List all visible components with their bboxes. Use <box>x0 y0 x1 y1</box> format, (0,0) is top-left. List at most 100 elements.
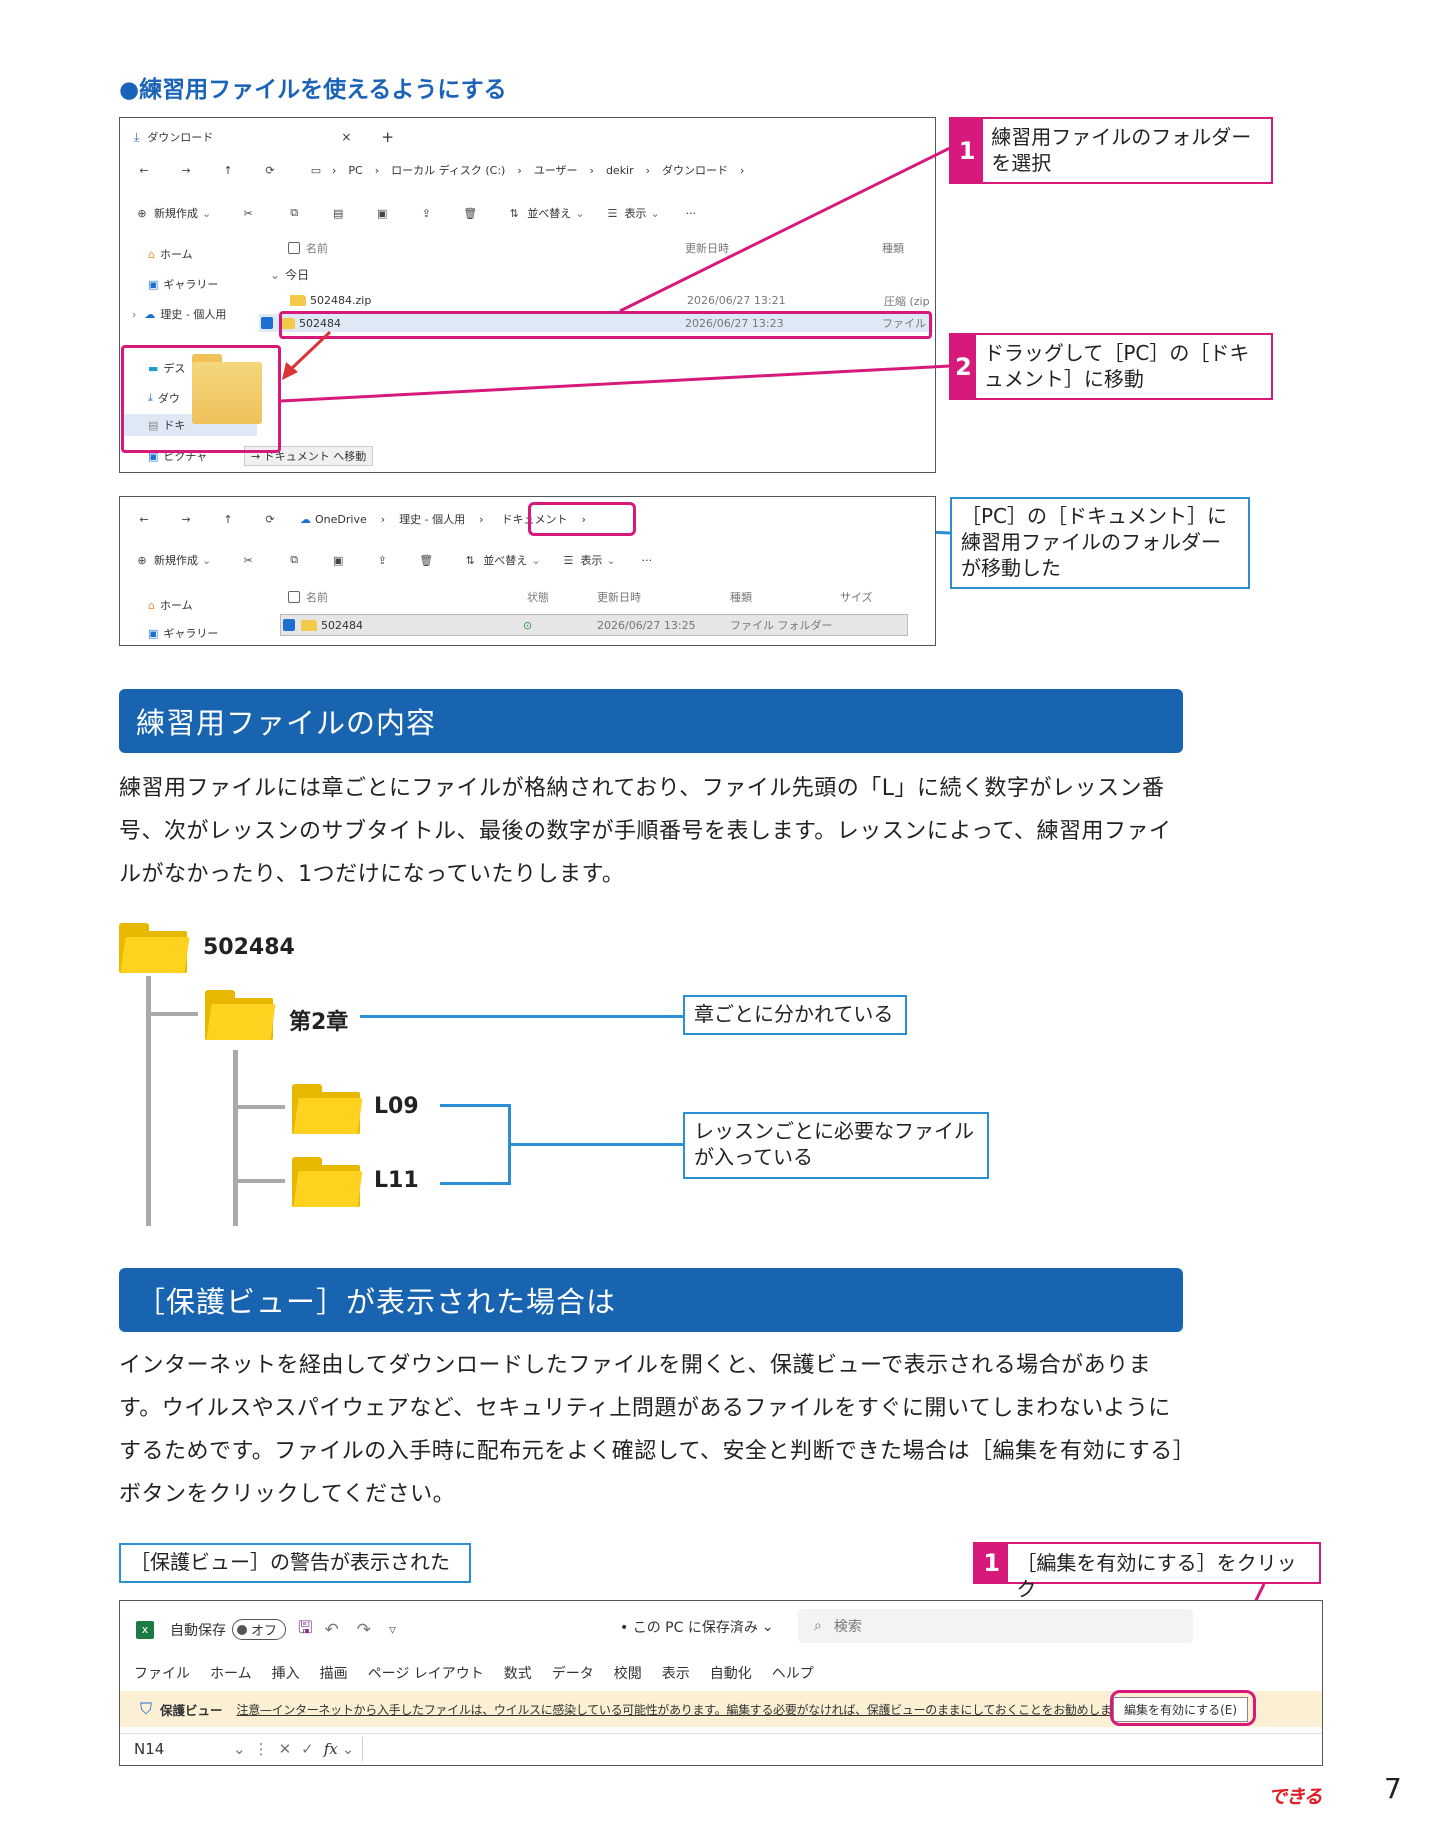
search-box[interactable]: ⌕ 検索 <box>798 1609 1193 1643</box>
ribbon-tab[interactable]: 数式 <box>503 1666 532 1682</box>
ribbon-tab[interactable]: ヘルプ <box>771 1666 814 1682</box>
breadcrumb-item[interactable]: ダウンロード <box>662 164 729 177</box>
file-row[interactable]: 502484.zip 2026/06/27 13:21 圧縮 (zip <box>290 294 930 308</box>
select-all-checkbox[interactable] <box>288 242 300 254</box>
undo-icon[interactable]: ↶ <box>324 1619 339 1640</box>
breadcrumb-item[interactable]: ドキュメント <box>501 513 568 526</box>
new-button[interactable]: 新規作成 <box>154 207 198 220</box>
section-heading: 練習用ファイルの内容 <box>119 689 1183 753</box>
forward-arrow-icon[interactable]: → <box>181 163 191 177</box>
trash-icon[interactable]: 🗑 <box>463 206 478 220</box>
breadcrumb-item[interactable]: OneDrive <box>315 512 367 526</box>
column-date[interactable]: 更新日時 <box>685 242 729 255</box>
customize-qat-icon[interactable]: ▿ <box>389 1621 397 1638</box>
enter-icon[interactable]: ✓ <box>301 1739 314 1758</box>
ribbon-tab[interactable]: 挿入 <box>271 1666 300 1682</box>
up-arrow-icon[interactable]: ↑ <box>223 512 233 526</box>
column-name[interactable]: 名前 <box>306 242 328 255</box>
copy-icon[interactable]: ⧉ <box>290 553 299 566</box>
plus-circle-icon: ⊕ <box>137 206 147 220</box>
sidebar-item-home[interactable]: ⌂ ホーム <box>148 247 193 262</box>
ribbon-tab[interactable]: ページ レイアウト <box>367 1666 484 1682</box>
breadcrumb-item[interactable]: 理史 - 個人用 <box>399 513 466 526</box>
body-paragraph: インターネットを経由してダウンロードしたファイルを開くと、保護ビューで表示される… <box>119 1353 1185 1507</box>
save-icon[interactable]: 🖫 <box>298 1618 313 1638</box>
ribbon-tab[interactable]: 描画 <box>319 1666 348 1682</box>
protected-view-message[interactable]: 注意—インターネットから入手したファイルは、ウイルスに感染している可能性がありま… <box>236 1702 1135 1717</box>
select-all-checkbox[interactable] <box>288 591 300 603</box>
column-size[interactable]: サイズ <box>840 591 873 604</box>
name-box[interactable]: N14 <box>134 1739 165 1758</box>
new-tab-button[interactable]: + <box>381 128 394 146</box>
sidebar-item-pictures[interactable]: ▣ ピクチャ <box>148 449 208 464</box>
row-checkbox[interactable] <box>283 619 295 631</box>
monitor-icon: ▭ <box>310 163 322 177</box>
column-date[interactable]: 更新日時 <box>597 591 641 604</box>
back-arrow-icon[interactable]: ← <box>139 512 149 526</box>
up-arrow-icon[interactable]: ↑ <box>223 163 233 177</box>
column-name[interactable]: 名前 <box>306 591 328 604</box>
sidebar-item-home[interactable]: ⌂ ホーム <box>148 598 193 613</box>
tab-close-button[interactable]: × <box>341 130 352 144</box>
sidebar-item-desktop[interactable]: ▬ デスクトップ <box>148 361 186 376</box>
breadcrumb-item[interactable]: dekir <box>605 163 634 177</box>
rename-icon[interactable]: ▣ <box>333 553 344 567</box>
download-icon: ⤓ <box>148 391 153 404</box>
desktop-icon: ▬ <box>148 361 159 375</box>
ribbon-tab[interactable]: 校閲 <box>613 1666 642 1682</box>
cancel-icon[interactable]: ✕ <box>278 1739 292 1758</box>
callout-step-1: 1 練習用ファイルのフォルダーを選択 <box>949 117 1273 184</box>
new-button[interactable]: 新規作成 <box>154 554 198 567</box>
cut-icon[interactable]: ✂ <box>243 553 253 567</box>
function-button[interactable]: fx <box>323 1739 338 1758</box>
share-icon[interactable]: ⇪ <box>377 553 387 567</box>
ribbon-tab[interactable]: ファイル <box>134 1666 190 1682</box>
autosave-toggle[interactable]: オフ <box>232 1619 287 1640</box>
copy-icon[interactable]: ⧉ <box>290 206 299 219</box>
sidebar-item-downloads[interactable]: ⤓ ダウンロード <box>148 391 180 405</box>
sidebar-item-gallery[interactable]: ▣ ギャラリー <box>148 626 219 641</box>
column-status[interactable]: 状態 <box>527 591 549 604</box>
tab-label[interactable]: ダウンロード <box>147 131 214 144</box>
column-type[interactable]: 種類 <box>882 242 904 255</box>
row-checkbox[interactable] <box>261 317 273 329</box>
sort-button[interactable]: 並べ替え <box>483 554 528 567</box>
share-icon[interactable]: ⇪ <box>421 206 431 220</box>
sidebar-item-onedrive[interactable]: › ☁ 理史 - 個人用 <box>132 307 227 322</box>
paste-icon[interactable]: ▤ <box>333 206 344 220</box>
forward-arrow-icon[interactable]: → <box>181 512 191 526</box>
view-button[interactable]: 表示 <box>624 207 647 220</box>
column-type[interactable]: 種類 <box>730 591 752 604</box>
explorer-screenshot-1: ⤓ ダウンロード × + ← → ↑ ⟳ ▭ › PC › ローカル ディスク … <box>119 117 936 473</box>
name-box-dropdown[interactable]: ⌄ <box>233 1739 246 1758</box>
breadcrumb-item[interactable]: PC <box>348 163 363 177</box>
shield-icon: ⛉ <box>140 1699 153 1718</box>
sidebar-item-gallery[interactable]: ▣ ギャラリー <box>148 277 219 292</box>
more-button[interactable]: ··· <box>641 553 653 567</box>
folder-icon <box>292 1157 363 1207</box>
ribbon-tab[interactable]: データ <box>551 1666 594 1682</box>
cut-icon[interactable]: ✂ <box>243 206 253 220</box>
redo-icon[interactable]: ↷ <box>356 1619 371 1640</box>
ribbon-tab[interactable]: 表示 <box>661 1666 690 1682</box>
cloud-icon: ☁ <box>144 307 156 321</box>
refresh-icon[interactable]: ⟳ <box>265 163 275 177</box>
breadcrumb-item[interactable]: ユーザー <box>533 164 578 177</box>
group-header[interactable]: ⌄今日 <box>270 267 310 283</box>
back-arrow-icon[interactable]: ← <box>139 163 149 177</box>
saved-status[interactable]: • この PC に保存済み ⌄ <box>620 1619 774 1636</box>
sort-button[interactable]: 並べ替え <box>527 207 572 220</box>
file-row-selected[interactable]: 502484 2026/06/27 13:23 ファイル <box>259 314 933 332</box>
breadcrumb-item[interactable]: ローカル ディスク (C:) <box>391 164 506 177</box>
trash-icon[interactable]: 🗑 <box>419 553 434 567</box>
view-icon: ☰ <box>607 206 618 220</box>
refresh-icon[interactable]: ⟳ <box>265 512 275 526</box>
rename-icon[interactable]: ▣ <box>377 206 388 220</box>
highlight-documents-breadcrumb <box>528 502 636 536</box>
ribbon-tab[interactable]: 自動化 <box>709 1666 752 1682</box>
more-button[interactable]: ··· <box>685 206 697 220</box>
ribbon-tab[interactable]: ホーム <box>210 1666 252 1682</box>
file-row-selected[interactable]: 502484 ⊙ 2026/06/27 13:25 ファイル フォルダー <box>280 614 908 636</box>
view-button[interactable]: 表示 <box>580 554 603 567</box>
enable-editing-button[interactable]: 編集を有効にする(E) <box>1113 1696 1249 1722</box>
